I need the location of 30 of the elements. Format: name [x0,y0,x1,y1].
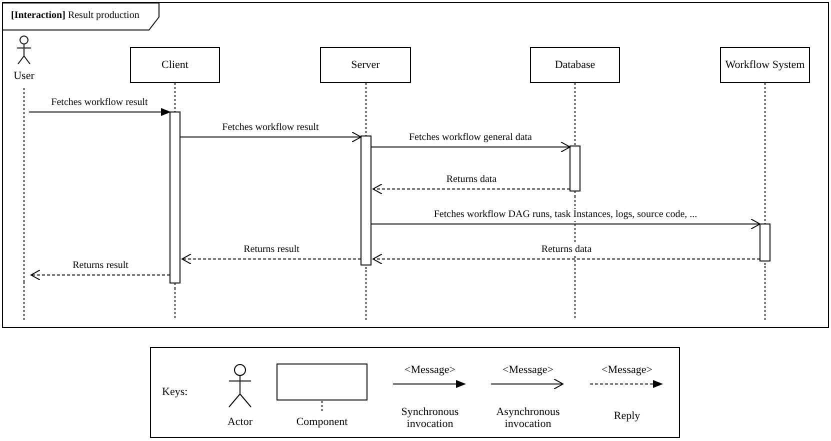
message-label: <Message> [602,364,652,376]
message-arrow [28,108,171,116]
message-label: Fetches workflow general data [407,132,534,144]
legend-heading: Keys: [162,386,188,398]
participant-lifeline [320,47,411,270]
message-label: <Message> [502,364,554,376]
legend-label: Asynchronous invocation [495,406,561,430]
reply-arrow [372,254,760,264]
message-arrow [370,218,760,230]
message-arrow [180,132,362,142]
message-label: Returns data [539,244,594,256]
reply-arrow [30,270,170,280]
legend-label: Reply [612,410,642,422]
legend-label: Synchronous invocation [400,406,460,430]
participant-box: Server [320,47,411,83]
actor-name: User [12,70,36,82]
frame-title: [Interaction] Result production [11,10,140,21]
legend-label: Component [295,416,349,428]
interaction-frame [2,2,829,328]
message-arrow [370,142,570,152]
reply-arrow [182,254,362,264]
message-label: <Message> [404,364,456,376]
participant-lifeline [720,47,810,266]
participant-lifeline [530,47,620,196]
message-label: Fetches workflow DAG runs, task Instances, logs, source code, ... [432,209,700,221]
participant-box: Workflow System [720,47,810,83]
participant-box: Client [130,47,220,83]
reply-arrow [372,184,570,194]
legend-label: Actor [226,416,254,428]
participant-box: Database [530,47,620,83]
